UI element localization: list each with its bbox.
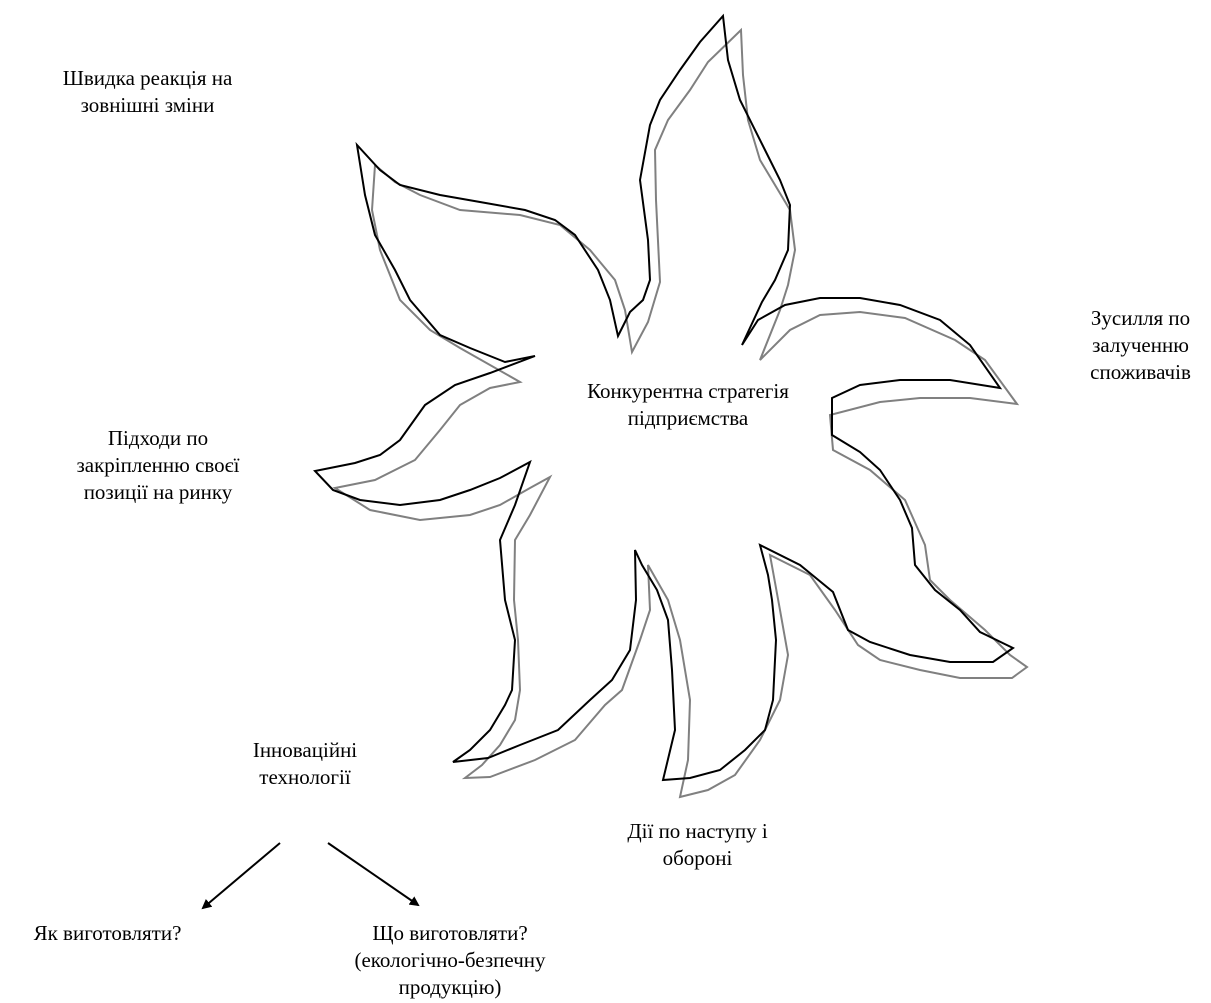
label-line: Як виготовляти?	[33, 921, 182, 945]
label-how-to-produce: Як виготовляти?	[0, 920, 215, 947]
label-line: Підходи по	[107, 426, 209, 450]
arrow-how	[201, 842, 281, 910]
label-line: обороні	[662, 846, 733, 870]
label-fast-response: Швидка реакція на зовнішні зміни	[25, 65, 270, 119]
label-market-positioning: Підходи по закріпленню своєї позиції на …	[38, 425, 278, 506]
label-line: Дії по наступу і	[627, 819, 768, 843]
label-consumer-attraction: Зусилля по залученню споживачів	[1070, 305, 1211, 386]
label-line: залученню	[1092, 333, 1189, 357]
center-label-line: Конкурентна стратегія	[587, 379, 789, 403]
label-line: Зусилля по	[1090, 306, 1191, 330]
label-line: технології	[259, 765, 351, 789]
label-what-to-produce: Що виготовляти? (екологічно-безпечну про…	[330, 920, 570, 1001]
label-line: Швидка реакція на	[62, 66, 233, 90]
label-line: продукцію)	[398, 975, 502, 999]
star-shape-shadow	[332, 27, 1029, 799]
star-shape	[313, 13, 1015, 782]
label-offense-defense: Дії по наступу і обороні	[590, 818, 805, 872]
label-line: Що виготовляти?	[372, 921, 528, 945]
label-line: (екологічно-безпечну	[354, 948, 546, 972]
center-label-line: підприємства	[627, 406, 749, 430]
label-line: позиції на ринку	[83, 480, 233, 504]
label-line: споживачів	[1090, 360, 1191, 384]
label-line: закріпленню своєї	[76, 453, 240, 477]
label-line: Інноваційні	[252, 738, 358, 762]
center-label: Конкурентна стратегія підприємства	[543, 378, 833, 432]
label-innovative-technologies: Інноваційні технології	[205, 737, 405, 791]
label-line: зовнішні зміни	[80, 93, 215, 117]
arrow-what	[327, 842, 420, 907]
